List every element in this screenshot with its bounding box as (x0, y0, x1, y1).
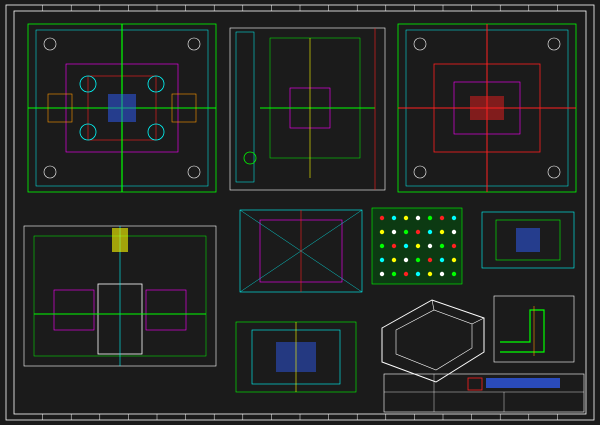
ejector-pin (439, 229, 445, 235)
view-side-section (229, 27, 386, 191)
ejector-pin (415, 243, 421, 249)
view-slide-section (481, 211, 575, 269)
view-front-section (23, 225, 217, 367)
ejector-pin (403, 229, 409, 235)
zone-ticks (42, 5, 558, 420)
ejector-pin (451, 243, 457, 249)
view-ejector-layout (371, 207, 463, 285)
ejector-pin (451, 229, 457, 235)
ejector-pin (379, 257, 385, 263)
view-gate-detail (493, 295, 575, 363)
ejector-pin (451, 271, 457, 277)
ejector-pin (379, 229, 385, 235)
ejector-pin (415, 271, 421, 277)
ejector-pin (439, 243, 445, 249)
ejector-pin (391, 243, 397, 249)
ejector-pin (403, 243, 409, 249)
ejector-pin (391, 257, 397, 263)
ejector-pin (427, 215, 433, 221)
view-part-isometric (381, 299, 485, 383)
ejector-pin (391, 271, 397, 277)
ejector-pin (415, 215, 421, 221)
view-detail-insert-upper (239, 209, 363, 293)
ejector-pin (439, 271, 445, 277)
ejector-pin (391, 215, 397, 221)
ejector-pin (403, 215, 409, 221)
ejector-pin (451, 215, 457, 221)
ejector-pin (379, 215, 385, 221)
title-block (383, 373, 585, 413)
company-logo-icon (467, 377, 483, 391)
ejector-pin (439, 215, 445, 221)
view-mold-plan-right (397, 23, 577, 193)
ejector-pin (427, 243, 433, 249)
ejector-pin (439, 257, 445, 263)
ejector-pin (379, 271, 385, 277)
ejector-pin (379, 243, 385, 249)
ejector-pin (415, 229, 421, 235)
ejector-pin (415, 257, 421, 263)
ejector-pin (427, 229, 433, 235)
ejector-pin (403, 257, 409, 263)
ejector-pin (451, 257, 457, 263)
ejector-pin (391, 229, 397, 235)
ejector-pin (427, 271, 433, 277)
view-detail-insert-lower (235, 321, 357, 393)
ejector-pin (403, 271, 409, 277)
ejector-pin (427, 257, 433, 263)
view-mold-plan-left (27, 23, 217, 193)
